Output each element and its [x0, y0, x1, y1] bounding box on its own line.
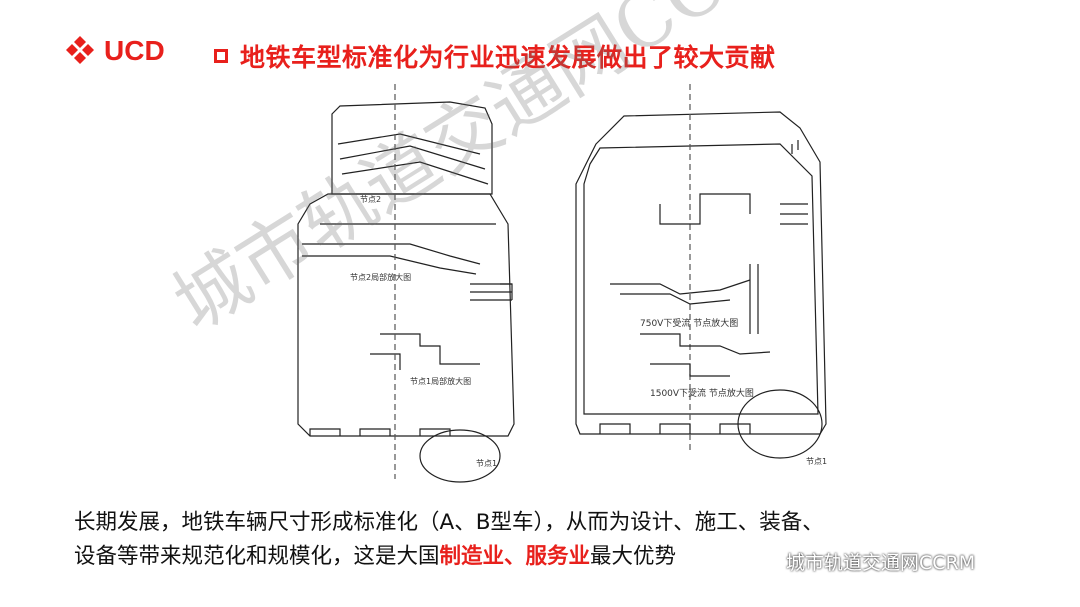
body-text: 长期发展，地铁车辆尺寸形成标准化（A、B型车），从而为设计、施工、装备、 设备等…: [74, 506, 1034, 574]
right-detail-circle: [737, 389, 823, 459]
logo-text: UCD: [104, 35, 165, 66]
body-line-2-prefix: 设备等带来规范化和规模化，这是大国: [74, 544, 440, 569]
left-label-node1: 节点1: [476, 459, 497, 468]
body-line-2-highlight: 制造业、服务业: [439, 544, 591, 569]
ucd-logo: UCD: [66, 32, 190, 68]
body-line-2: 设备等带来规范化和规模化，这是大国制造业、服务业最大优势: [74, 540, 1034, 574]
square-bullet-icon: [214, 49, 228, 63]
left-label-node1-detail: 节点1局部放大图: [410, 376, 471, 386]
right-label-1500v: 1500V下受流 节点放大图: [650, 387, 754, 399]
left-label-node2-detail: 节点2局部放大图: [350, 272, 411, 282]
left-detail-circle: [419, 429, 501, 483]
right-label-750v: 750V下受流 节点放大图: [640, 317, 738, 329]
right-contour: [575, 111, 827, 435]
right-label-node1: 节点1: [806, 457, 827, 466]
wechat-icon: [756, 551, 779, 570]
watermark-badge: 城市轨道交通网CCRM: [756, 544, 975, 578]
left-lower-contour: [297, 193, 515, 437]
vehicle-profile-diagram: 节点2 节点2局部放大图 节点1局部放大图 节点1 750V下受流 节点放大图 …: [280, 84, 840, 494]
body-line-1: 长期发展，地铁车辆尺寸形成标准化（A、B型车），从而为设计、施工、装备、: [74, 510, 824, 535]
left-upper-contour: [331, 101, 493, 195]
body-line-2-suffix: 最大优势: [590, 544, 677, 569]
title-row: 地铁车型标准化为行业迅速发展做出了较大贡献: [214, 36, 776, 76]
slide-title: 地铁车型标准化为行业迅速发展做出了较大贡献: [240, 43, 776, 72]
watermark-badge-text: 城市轨道交通网CCRM: [786, 551, 976, 574]
left-label-node2: 节点2: [360, 195, 381, 204]
